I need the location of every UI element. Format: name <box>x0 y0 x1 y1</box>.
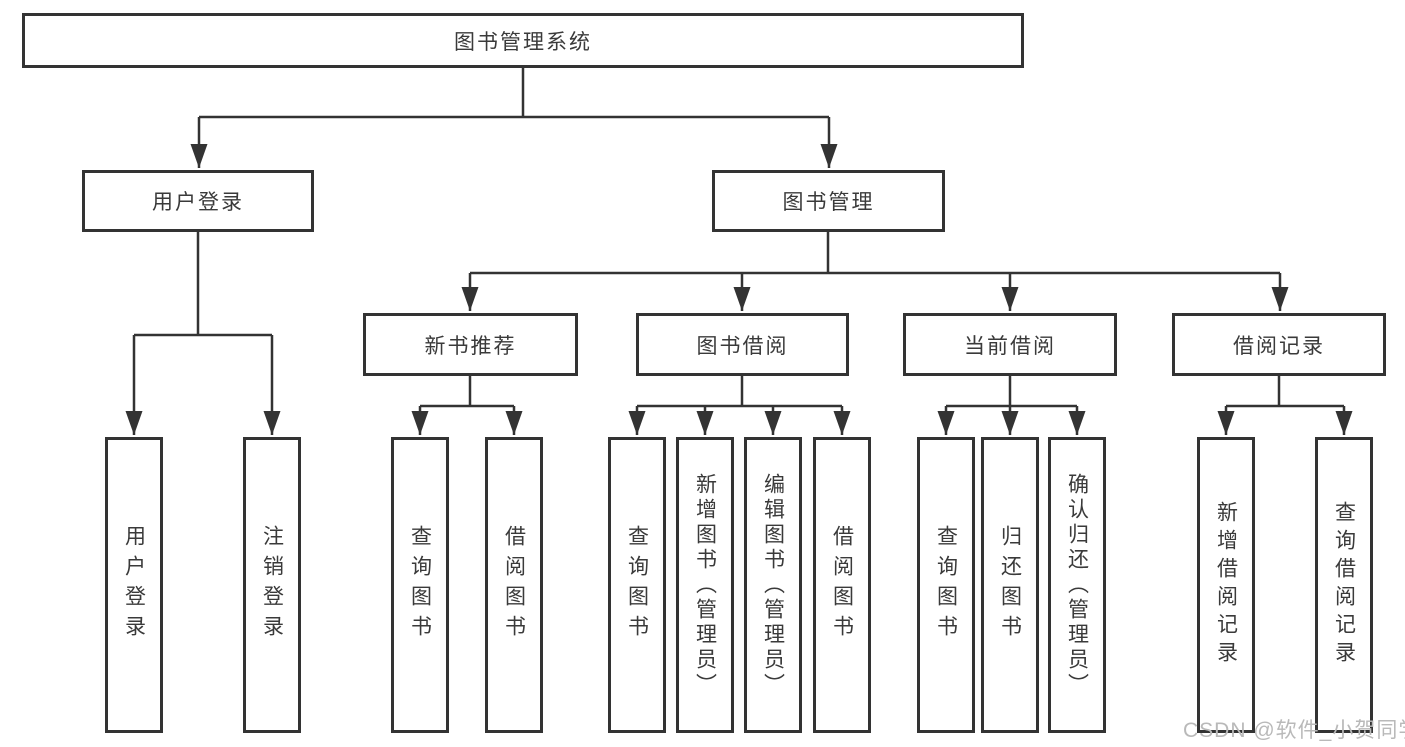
node-current-borrow: 当前借阅 <box>903 313 1117 376</box>
leaf-edit-books-admin: 编辑图书（管理员） <box>744 437 802 733</box>
node-label: 借阅记录 <box>1233 334 1325 358</box>
node-label: 借阅图书 <box>830 525 854 645</box>
leaf-borrow-books-newbook: 借阅图书 <box>485 437 543 733</box>
node-label: 图书管理系统 <box>454 30 592 54</box>
node-new-book-recommend: 新书推荐 <box>363 313 578 376</box>
node-label: 当前借阅 <box>964 334 1056 358</box>
leaf-add-borrow-record: 新增借阅记录 <box>1197 437 1255 733</box>
leaf-add-books-admin: 新增图书（管理员） <box>676 437 734 733</box>
node-label: 用户登录 <box>122 525 146 645</box>
node-borrow-records: 借阅记录 <box>1172 313 1386 376</box>
leaf-query-books-current: 查询图书 <box>917 437 975 733</box>
node-label: 图书管理 <box>782 191 875 214</box>
leaf-query-books-borrow: 查询图书 <box>608 437 666 733</box>
leaf-query-borrow-record: 查询借阅记录 <box>1315 437 1373 733</box>
node-book-borrow: 图书借阅 <box>636 313 849 376</box>
node-label: 注销登录 <box>260 525 284 645</box>
node-label: 图书借阅 <box>696 334 789 358</box>
node-label: 归还图书 <box>998 525 1022 645</box>
leaf-user-login: 用户登录 <box>105 437 163 733</box>
node-label: 新增借阅记录 <box>1214 501 1238 669</box>
csdn-watermark: CSDN @软件_小贺同学 <box>1183 719 1405 742</box>
node-book-management: 图书管理 <box>712 170 945 232</box>
node-label: 查询借阅记录 <box>1332 501 1356 669</box>
node-label: 新增图书（管理员） <box>693 472 717 698</box>
leaf-borrow-books-borrow: 借阅图书 <box>813 437 871 733</box>
node-label: 新书推荐 <box>424 334 517 358</box>
leaf-logout: 注销登录 <box>243 437 301 733</box>
node-label: 借阅图书 <box>502 525 526 645</box>
node-library-management-system: 图书管理系统 <box>22 13 1024 68</box>
node-user-login: 用户登录 <box>82 170 314 232</box>
node-label: 查询图书 <box>625 525 649 645</box>
node-label: 用户登录 <box>152 191 244 214</box>
node-label: 查询图书 <box>934 525 958 645</box>
node-label: 编辑图书（管理员） <box>761 472 785 698</box>
connector-group <box>125 66 1353 435</box>
leaf-confirm-return-admin: 确认归还（管理员） <box>1048 437 1106 733</box>
node-label: 查询图书 <box>408 525 432 645</box>
leaf-return-books: 归还图书 <box>981 437 1039 733</box>
leaf-query-books-newbook: 查询图书 <box>391 437 449 733</box>
node-label: 确认归还（管理员） <box>1065 472 1089 698</box>
